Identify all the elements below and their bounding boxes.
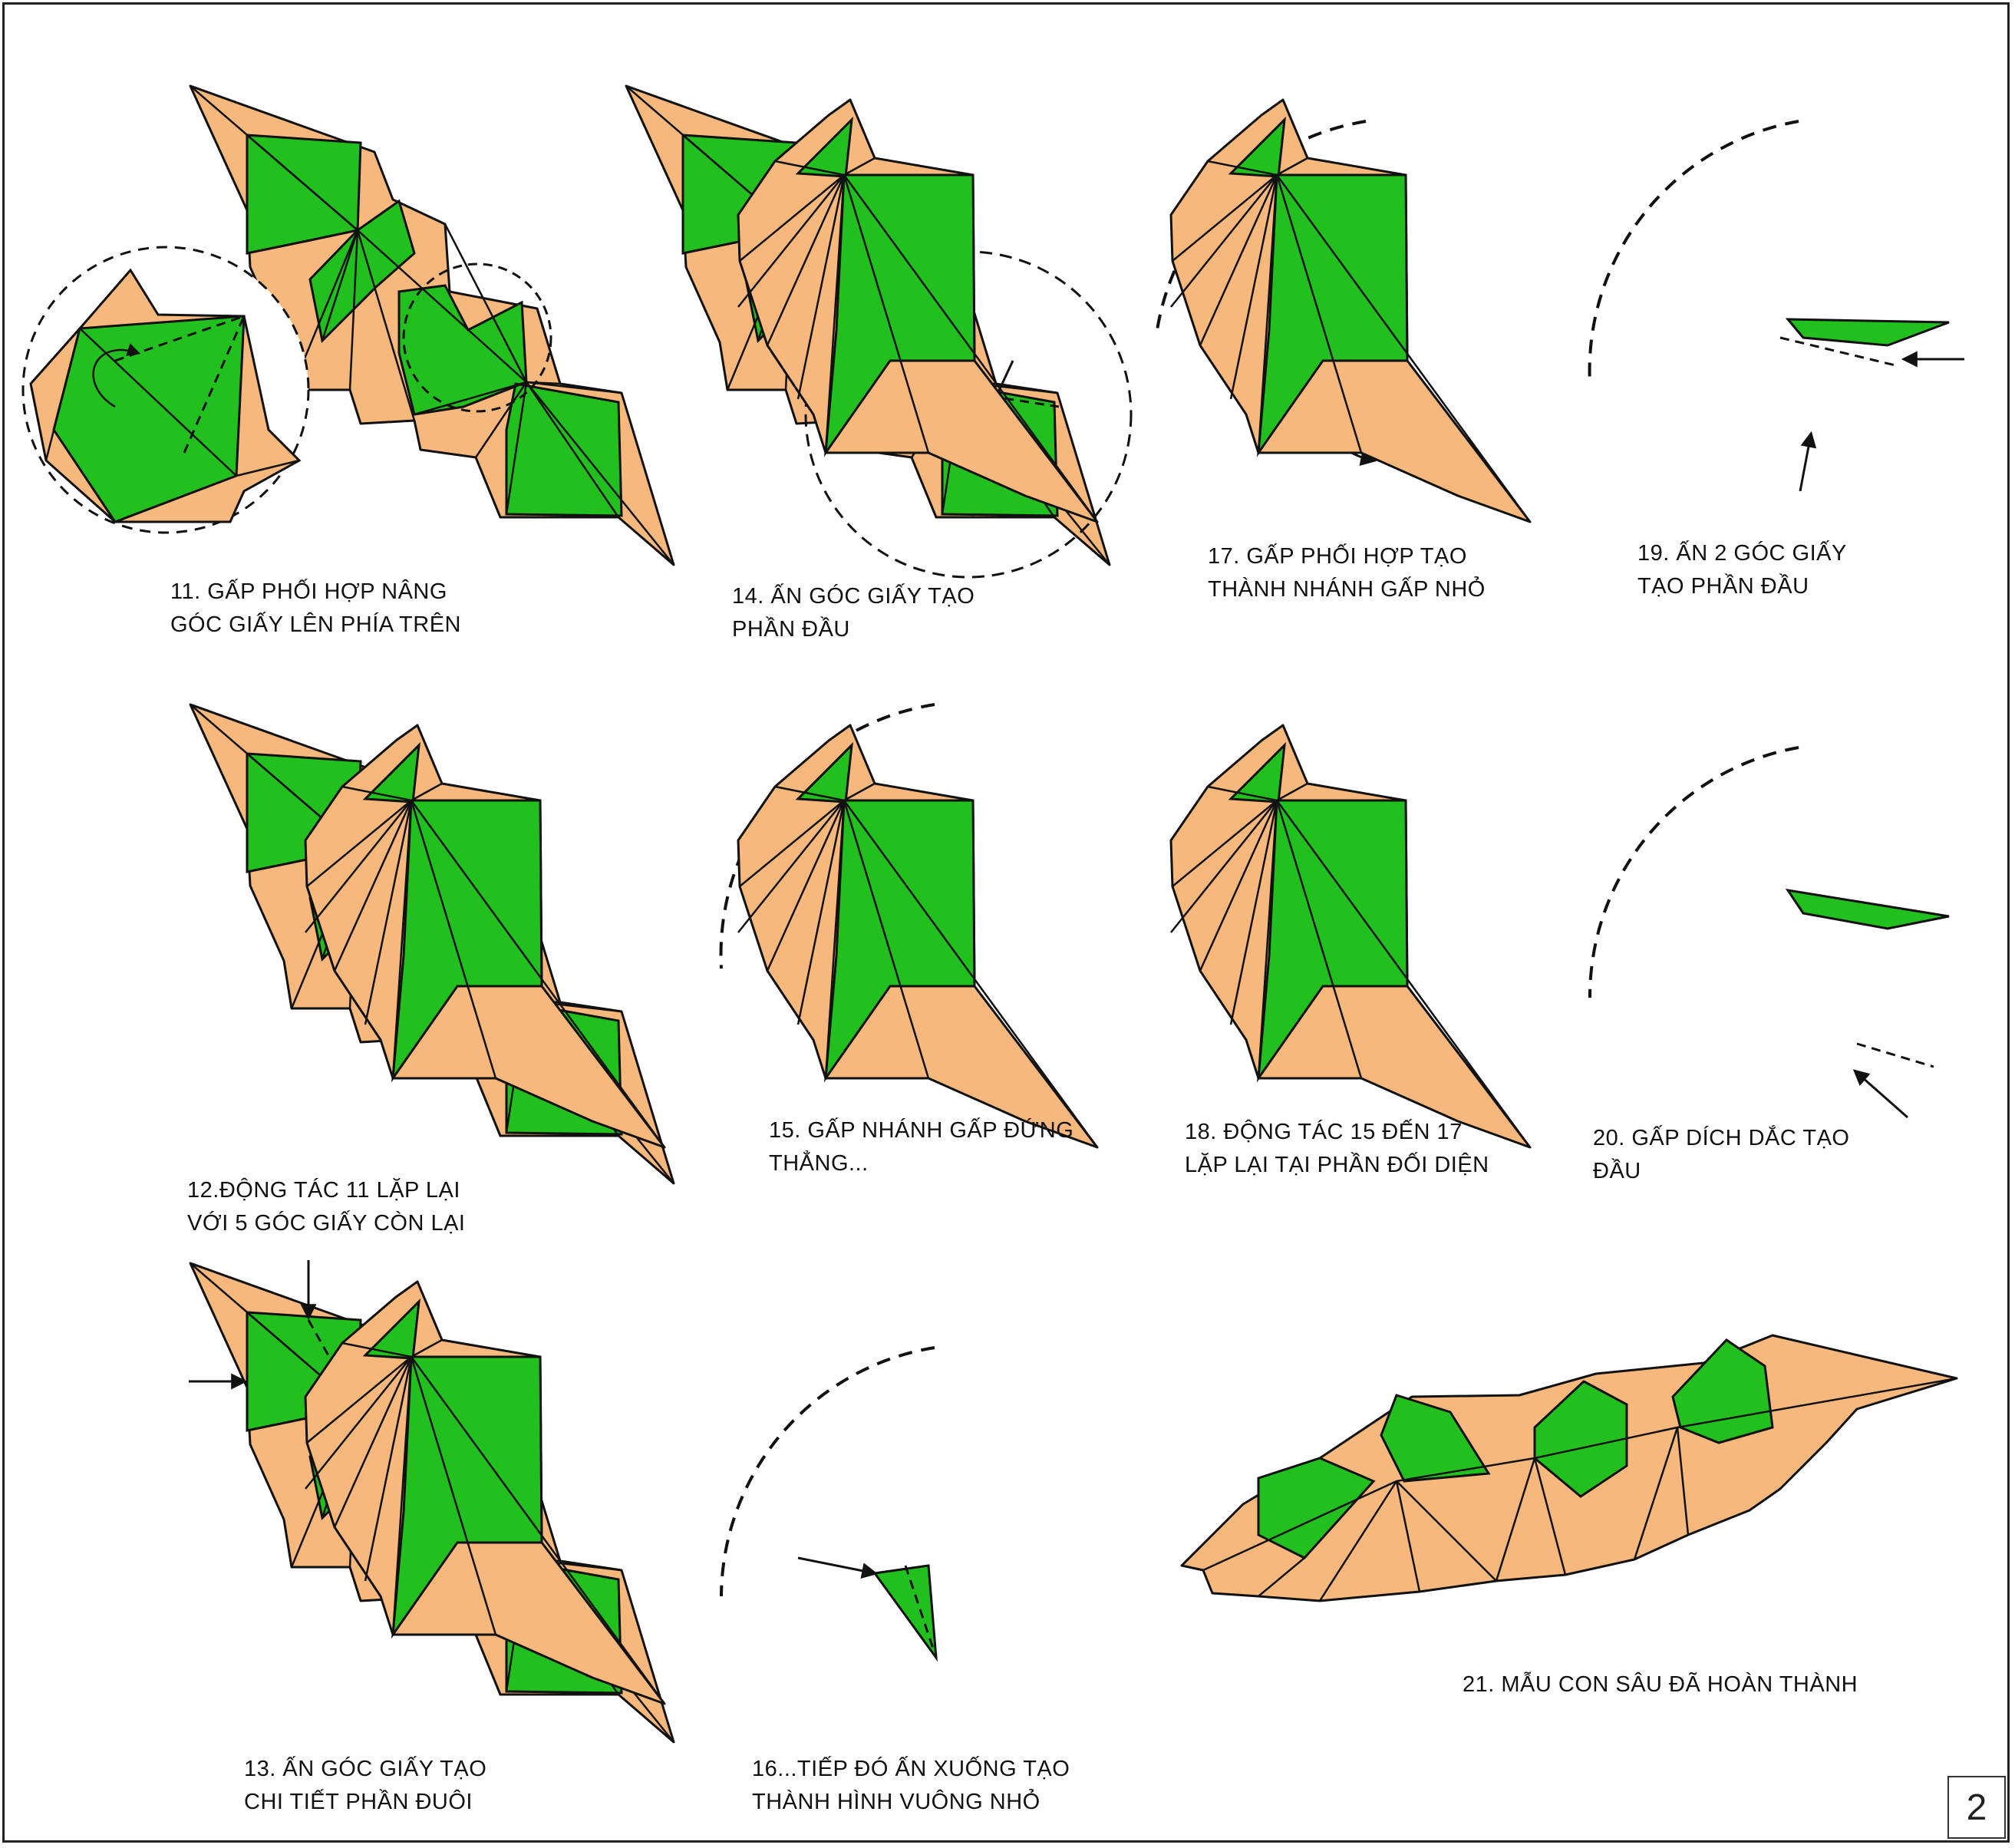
step-19-caption: 19. ẤN 2 GÓC GIẤY TẠO PHẦN ĐẦU bbox=[1637, 541, 1847, 599]
step-20-caption: 20. GẤP DÍCH DẮC TẠO ĐẦU bbox=[1593, 1126, 1850, 1183]
step-13-caption: 13. ẤN GÓC GIẤY TẠO CHI TIẾT PHẦN ĐUÔI bbox=[244, 1757, 487, 1814]
step-21-figure bbox=[1180, 1334, 1958, 1602]
step-17-caption: 17. GẤP PHỐI HỢP TẠO THÀNH NHÁNH GẤP NHỎ bbox=[1208, 544, 1486, 602]
step-21-caption: 21. MẪU CON SÂU ĐÃ HOÀN THÀNH bbox=[1463, 1672, 1858, 1697]
step-14-caption: 14. ẤN GÓC GIẤY TẠO PHẦN ĐẦU bbox=[732, 584, 975, 642]
step-11-caption: 11. GẤP PHỐI HỢP NÂNG GÓC GIẤY LÊN PHÍA … bbox=[170, 579, 461, 637]
step-16-figure bbox=[304, 1280, 938, 1705]
step-18-caption: 18. ĐỘNG TÁC 15 ĐẾN 17 LẶP LẠI TẠI PHẦN … bbox=[1185, 1120, 1489, 1177]
step-15-caption: 15. GẤP NHÁNH GẤP ĐỨNG THẲNG... bbox=[769, 1118, 1074, 1176]
step-16-caption: 16...TIẾP ĐÓ ẤN XUỐNG TẠO THÀNH HÌNH VUÔ… bbox=[752, 1757, 1070, 1814]
page-number: 2 bbox=[1947, 1776, 2006, 1839]
step-12-caption: 12.ĐỘNG TÁC 11 LẶP LẠI VỚI 5 GÓC GIẤY CÒ… bbox=[187, 1178, 466, 1236]
step-11-figure bbox=[21, 84, 675, 566]
step-19-figure bbox=[1169, 98, 1964, 523]
step-20-figure bbox=[1169, 724, 1950, 1149]
